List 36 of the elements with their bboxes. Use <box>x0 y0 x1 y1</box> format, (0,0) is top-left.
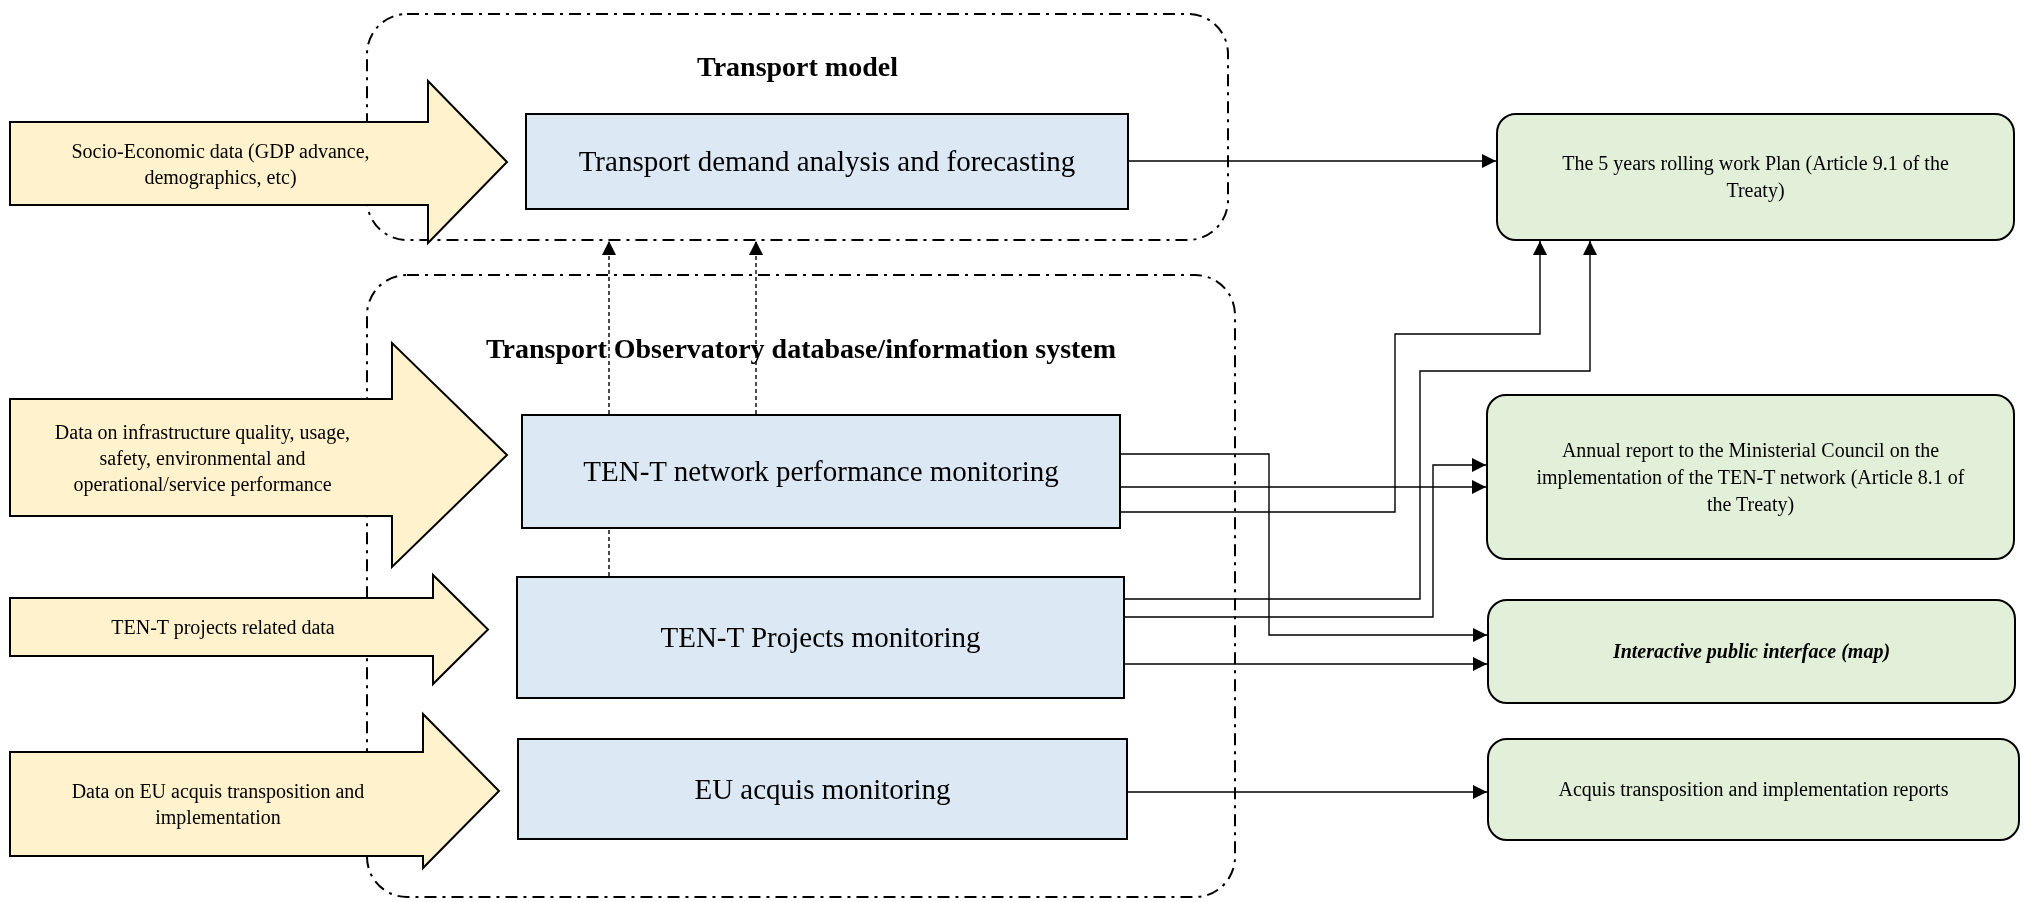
group-heading: Transport model <box>696 50 899 84</box>
dashed-arrow <box>602 240 616 415</box>
output-box <box>1487 738 2020 841</box>
box-label: Data on EU acquis transposition and implementation <box>70 779 366 831</box>
box-label: TEN-T projects related data <box>110 615 336 641</box>
process-box <box>521 414 1121 529</box>
group-heading: Transport Observatory database/information system <box>484 332 1118 366</box>
output-box <box>1496 113 2015 241</box>
arrow <box>1124 240 1597 600</box>
process-box <box>517 738 1128 840</box>
pointer-shaped-box <box>9 574 489 685</box>
dash-dot-group-frame <box>366 274 1236 898</box>
arrow <box>1124 458 1487 618</box>
process-box <box>516 576 1125 699</box>
arrow <box>1120 453 1488 642</box>
box-label: TEN-T network performance monitoring <box>582 454 1060 489</box>
arrow <box>1124 657 1488 671</box>
arrow <box>1128 154 1497 168</box>
box-label: EU acquis monitoring <box>693 771 952 807</box>
output-box <box>1486 394 2015 560</box>
box-label: Transport demand analysis and forecasting <box>577 144 1077 179</box>
box-label: Interactive public interface (map) <box>1611 639 1892 665</box>
pointer-shaped-box <box>9 80 508 244</box>
box-label: Annual report to the Ministerial Council on the implementation of the TEN-T network (Article 8.1 of the Treaty) <box>1535 437 1966 518</box>
box-label: Data on infrastructure quality, usage, safety, environmental and operational/service performance <box>53 419 352 498</box>
box-label: Socio-Economic data (GDP advance, demographics, etc) <box>70 138 371 191</box>
box-label: The 5 years rolling work Plan (Article 9.1 of the Treaty) <box>1561 151 1950 204</box>
process-box <box>525 113 1129 210</box>
dashed-arrow <box>749 240 763 415</box>
box-label: Acquis transposition and implementation reports <box>1557 777 1950 803</box>
arrow <box>1120 240 1547 513</box>
pointer-shaped-box <box>9 713 500 869</box>
arrow <box>1120 480 1487 494</box>
box-label: TEN-T Projects monitoring <box>659 620 982 655</box>
output-box <box>1487 599 2016 704</box>
arrow <box>1127 785 1488 799</box>
